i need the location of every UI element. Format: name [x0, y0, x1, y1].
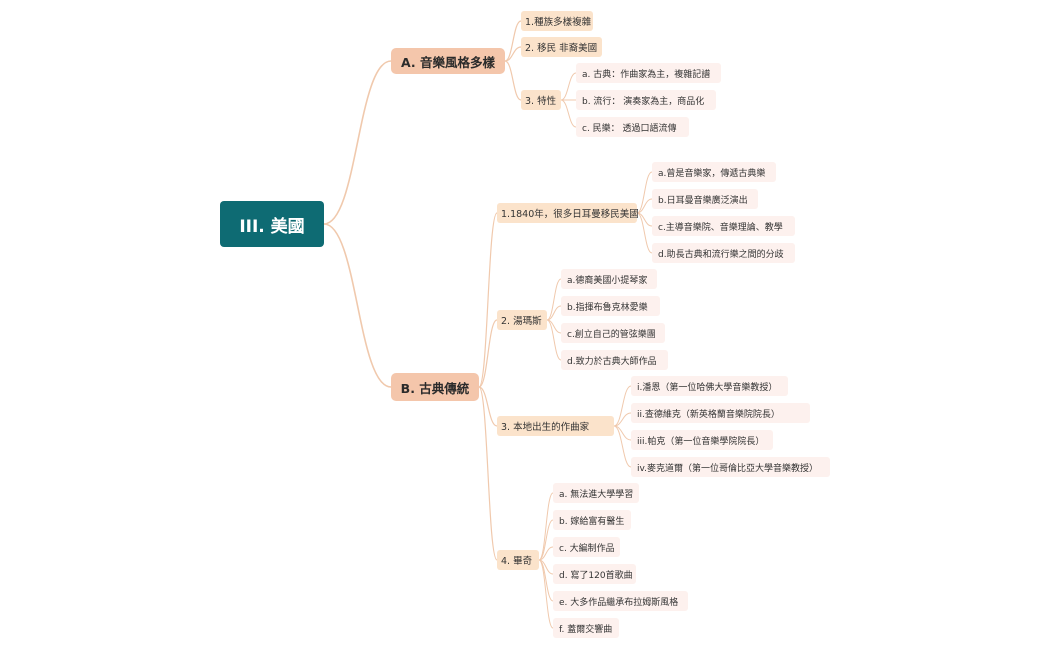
root-link-2	[323, 223, 392, 388]
branch-b-item-4[interactable]: 4. 畢奇	[497, 550, 539, 570]
branch-b-item-3-link-4	[613, 425, 632, 468]
branch-b-item-1-link-1	[636, 171, 653, 214]
branch-b-item-2-link-2	[546, 305, 562, 321]
branch-b-item-1-link-4	[636, 212, 653, 254]
branch-b-item-3-iv[interactable]: iv.麥克道爾（第一位哥倫比亞大學音樂教授）	[631, 457, 830, 477]
branch-b-item-4-c[interactable]: c. 大編制作品	[553, 537, 620, 557]
branch-b-item-2[interactable]: 2. 湯瑪斯	[497, 310, 547, 330]
branch-b-item-4-link-5	[538, 559, 554, 602]
branch-a-trait-popular[interactable]: b. 流行： 演奏家為主，商品化	[576, 90, 716, 110]
branch-b-item-3-ii[interactable]: ii.查德維克（新英格蘭音樂院院長）	[631, 403, 810, 423]
branch-a-item-3[interactable]: 3. 特性	[521, 90, 561, 110]
branch-b-link-2	[478, 319, 498, 388]
branch-a-item-3-link-3	[560, 99, 577, 128]
branch-b-item-4-b[interactable]: b. 嫁給富有醫生	[553, 510, 631, 530]
branch-b-item-4-link-1	[538, 492, 554, 561]
branch-b-item-3-i[interactable]: i.潘恩（第一位哈佛大學音樂教授）	[631, 376, 788, 396]
branch-b-item-3-link-2	[613, 412, 632, 427]
branch-b-item-3-iii[interactable]: iii.帕克（第一位音樂學院院長）	[631, 430, 773, 450]
branch-b-item-2-link-4	[546, 319, 562, 361]
branch-b-item-4-link-6	[538, 559, 554, 629]
branch-b-item-4-e[interactable]: e. 大多作品繼承布拉姆斯風格	[553, 591, 688, 611]
branch-b-item-2-c[interactable]: c.創立自己的管弦樂團	[561, 323, 665, 343]
branch-b-item-2-d[interactable]: d.致力於古典大師作品	[561, 350, 668, 370]
branch-a-trait-folk[interactable]: c. 民樂： 透過口語流傳	[576, 117, 689, 137]
branch-b-item-1-c[interactable]: c.主導音樂院、音樂理論、教學	[652, 216, 795, 236]
branch-a-link-3	[504, 60, 522, 101]
branch-b-item-1-a[interactable]: a.曾是音樂家，傳遞古典樂	[652, 162, 776, 182]
branch-b-item-4-link-3	[538, 546, 554, 561]
branch-b-link-4	[478, 386, 498, 561]
branch-b-link-1	[478, 212, 498, 388]
branch-a-item-1[interactable]: 1.種族多樣複雜	[521, 11, 593, 31]
branch-b-item-4-a[interactable]: a. 無法進大學學習	[553, 483, 639, 503]
root-topic[interactable]: III. 美國	[220, 201, 324, 247]
branch-a-trait-classical[interactable]: a. 古典：作曲家為主，複雜記譜	[576, 63, 721, 83]
branch-a-topic[interactable]: A. 音樂風格多樣	[391, 48, 505, 74]
branch-b-item-3[interactable]: 3. 本地出生的作曲家	[497, 416, 614, 436]
branch-b-item-3-link-3	[613, 425, 632, 441]
branch-b-item-1-d[interactable]: d.助長古典和流行樂之間的分歧	[652, 243, 795, 263]
branch-b-item-3-link-1	[613, 385, 632, 427]
branch-b-item-2-link-1	[546, 278, 562, 321]
branch-b-item-4-f[interactable]: f. 蓋爾交響曲	[553, 618, 619, 638]
branch-b-item-2-b[interactable]: b.指揮布魯克林愛樂	[561, 296, 660, 316]
branch-a-link-1	[504, 20, 522, 62]
branch-b-item-1-b[interactable]: b.日耳曼音樂廣泛演出	[652, 189, 758, 209]
branch-b-item-1-link-3	[636, 212, 653, 227]
root-link-1	[323, 60, 392, 225]
branch-b-topic[interactable]: B. 古典傳統	[391, 373, 479, 401]
branch-b-item-1[interactable]: 1.1840年，很多日耳曼移民美國	[497, 203, 639, 223]
branch-a-item-3-link-1	[560, 72, 577, 101]
branch-b-item-4-link-4	[538, 559, 554, 575]
branch-a-link-2	[504, 46, 522, 62]
branch-b-item-1-link-2	[636, 198, 653, 214]
branch-b-item-2-link-3	[546, 319, 562, 334]
branch-b-link-3	[478, 386, 498, 427]
branch-a-item-2[interactable]: 2. 移民 非裔美國	[521, 37, 602, 57]
branch-b-item-4-link-2	[538, 519, 554, 561]
branch-b-item-4-d[interactable]: d. 寫了120首歌曲	[553, 564, 636, 584]
branch-b-item-2-a[interactable]: a.德裔美國小提琴家	[561, 269, 657, 289]
